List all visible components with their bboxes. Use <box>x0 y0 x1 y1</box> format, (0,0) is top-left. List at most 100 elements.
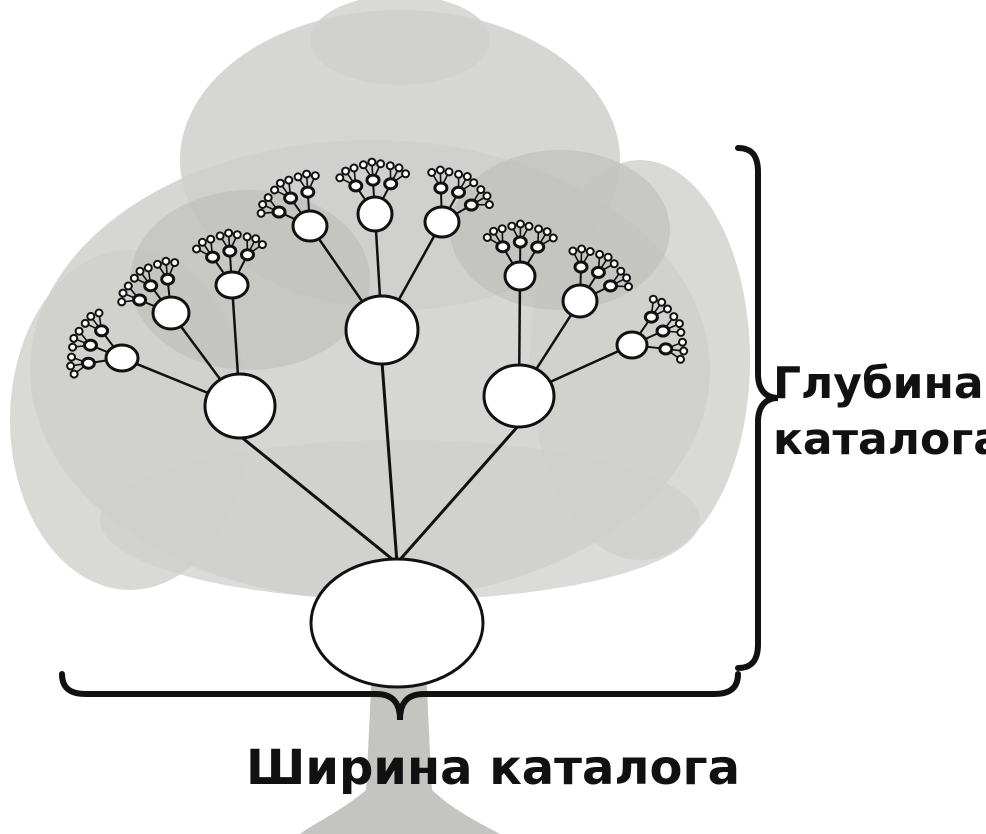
crown-top-center <box>310 0 490 85</box>
tree-node-level-3 <box>80 356 96 370</box>
tree-node-level-4 <box>129 273 139 283</box>
tree-node-level-2 <box>104 343 140 373</box>
tree-node-level-3 <box>132 293 148 307</box>
tree-node-level-4 <box>484 200 494 210</box>
tree-node-level-3 <box>143 279 159 293</box>
tree-node-level-3 <box>348 179 364 193</box>
tree-node-level-4 <box>435 165 445 175</box>
tree-node-level-4 <box>622 273 632 283</box>
width-label: Ширина каталога <box>246 740 740 796</box>
tree-node-level-4 <box>263 193 273 203</box>
tree-node-level-4 <box>67 352 76 362</box>
depth-label-line2: каталога <box>773 414 986 465</box>
tree-node-level-3 <box>590 265 606 279</box>
tree-node-level-4 <box>224 228 234 238</box>
depth-label: Глубина каталога <box>773 356 986 468</box>
tree-node-level-4 <box>66 361 76 371</box>
tree-node-level-4 <box>284 175 294 185</box>
tree-node-level-4 <box>310 171 320 181</box>
width-brace <box>59 671 741 721</box>
tree-node-level-3 <box>271 205 287 219</box>
tree-node-level-3 <box>83 338 98 352</box>
tree-nodes <box>66 157 689 689</box>
tree-node-level-3 <box>495 240 511 254</box>
tree-node-level-4 <box>515 219 525 229</box>
tree-node-level-2 <box>151 295 191 331</box>
tree-node-level-4 <box>524 221 534 231</box>
tree-node-level-4 <box>68 342 78 352</box>
tree-node-level-3 <box>603 279 618 293</box>
tree-node-level-4 <box>624 282 633 292</box>
tree-edge <box>395 423 521 565</box>
tree-node-level-4 <box>69 333 79 343</box>
tree-node-level-4 <box>80 318 90 328</box>
tree-node-level-4 <box>676 327 686 337</box>
crown-lower <box>100 440 700 600</box>
tree-node-level-2 <box>356 195 394 233</box>
tree-node-level-3 <box>383 177 399 191</box>
tree-edge <box>380 360 399 565</box>
tree-node-level-4 <box>275 178 285 188</box>
tree-node-level-3 <box>205 250 221 264</box>
tree-node-level-3 <box>94 324 110 338</box>
tree-node-level-4 <box>335 173 345 183</box>
depth-label-line1: Глубина <box>773 358 984 409</box>
tree-node-level-4 <box>192 244 201 254</box>
tree-node-level-4 <box>302 169 312 179</box>
tree-node-level-3 <box>365 173 381 187</box>
tree-node-level-4 <box>251 234 261 244</box>
tree-node-level-4 <box>258 200 268 209</box>
tree-node-level-4 <box>568 246 578 256</box>
tree-node-level-2 <box>291 209 329 243</box>
tree-node-level-4 <box>609 259 619 269</box>
tree-node-level-4 <box>94 308 104 318</box>
tree-node-level-4 <box>595 249 605 259</box>
tree-node-level-4 <box>482 191 492 201</box>
tree-node-level-4 <box>476 185 486 195</box>
tree-node-level-4 <box>394 163 404 173</box>
tree-node-level-4 <box>74 326 84 336</box>
tree-node-level-4 <box>135 266 145 276</box>
trunk <box>300 560 500 834</box>
tree-node-level-4 <box>86 311 96 321</box>
tree-node-level-4 <box>367 157 377 167</box>
tree-node-level-3 <box>433 181 449 195</box>
tree-node-level-4 <box>454 169 464 179</box>
tree-node-level-4 <box>482 233 492 242</box>
tree-node-level-3 <box>530 240 546 254</box>
tree-node-level-3 <box>300 185 316 199</box>
tree-node-level-1 <box>203 372 277 440</box>
tree-node-level-4 <box>257 240 267 250</box>
tree-edge <box>238 434 399 565</box>
tree-node-level-4 <box>585 247 595 256</box>
tree-node-level-3 <box>512 235 528 249</box>
tree-node-level-4 <box>170 258 180 268</box>
tree-node-level-4 <box>657 297 667 307</box>
tree-node-level-4 <box>577 244 587 254</box>
tree-node-level-4 <box>161 256 171 266</box>
tree-node-level-2 <box>503 260 537 292</box>
tree-node-level-4 <box>427 168 437 177</box>
tree-node-level-2 <box>615 330 649 360</box>
tree-node-level-4 <box>669 312 679 322</box>
tree-node-level-3 <box>283 191 299 205</box>
tree-node-level-4 <box>197 237 207 247</box>
tree-node-level-3 <box>222 244 238 258</box>
tree-node-level-4 <box>270 185 280 195</box>
tree-node-level-4 <box>489 226 499 236</box>
tree-node-level-4 <box>215 231 225 241</box>
tree-node-level-4 <box>341 166 351 176</box>
tree-node-level-4 <box>542 227 552 237</box>
tree-node-level-4 <box>462 172 472 181</box>
depth-brace <box>735 145 779 671</box>
tree-node-level-4 <box>118 288 128 298</box>
tree-node-level-4 <box>616 266 626 276</box>
tree-node-level-4 <box>497 224 507 234</box>
tree-node-level-4 <box>293 172 303 182</box>
tree-node-level-4 <box>676 354 685 364</box>
tree-node-level-4 <box>679 346 689 356</box>
tree-node-level-2 <box>214 270 250 300</box>
tree-node-level-3 <box>658 342 674 356</box>
